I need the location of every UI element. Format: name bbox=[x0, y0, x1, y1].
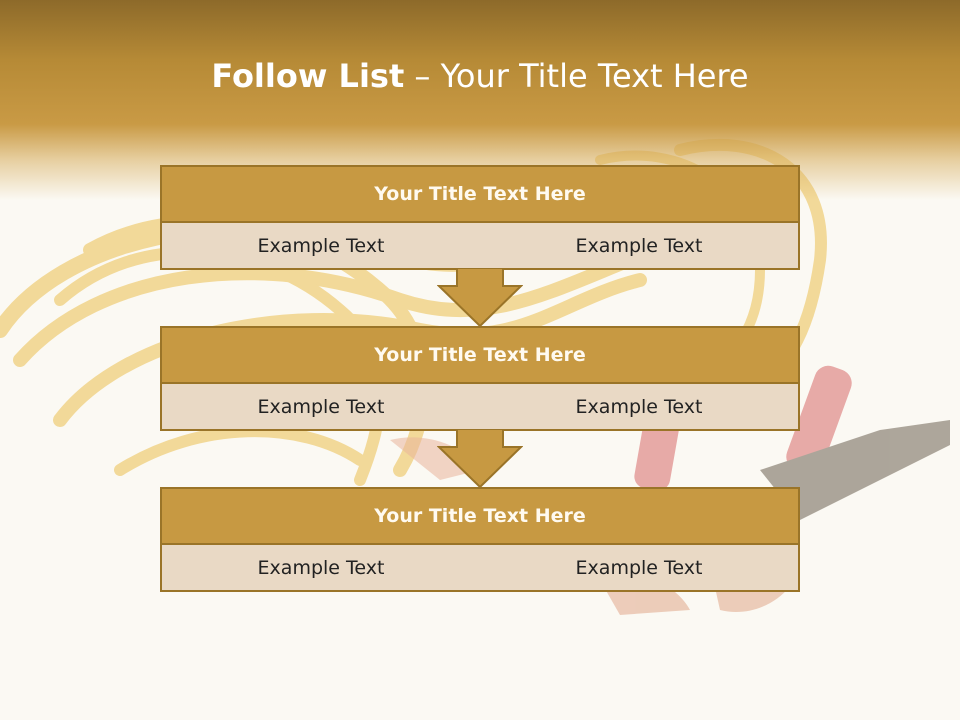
down-arrow-icon bbox=[437, 429, 523, 489]
step-1-right-text: Example Text bbox=[480, 223, 798, 268]
step-box-3: Your Title Text Here Example Text Exampl… bbox=[160, 487, 800, 592]
step-1-left-text: Example Text bbox=[162, 223, 482, 268]
slide-title: Follow List – Your Title Text Here bbox=[0, 54, 960, 98]
step-1-title: Your Title Text Here bbox=[162, 167, 798, 223]
step-2-right-text: Example Text bbox=[480, 384, 798, 429]
down-arrow-icon bbox=[437, 268, 523, 328]
step-3-right-text: Example Text bbox=[480, 545, 798, 590]
step-2-title: Your Title Text Here bbox=[162, 328, 798, 384]
slide-title-rest: – Your Title Text Here bbox=[414, 57, 749, 95]
step-3-left-text: Example Text bbox=[162, 545, 482, 590]
slide-title-bold: Follow List bbox=[211, 57, 405, 95]
step-3-title: Your Title Text Here bbox=[162, 489, 798, 545]
step-box-2: Your Title Text Here Example Text Exampl… bbox=[160, 326, 800, 431]
step-2-left-text: Example Text bbox=[162, 384, 482, 429]
step-box-1: Your Title Text Here Example Text Exampl… bbox=[160, 165, 800, 270]
